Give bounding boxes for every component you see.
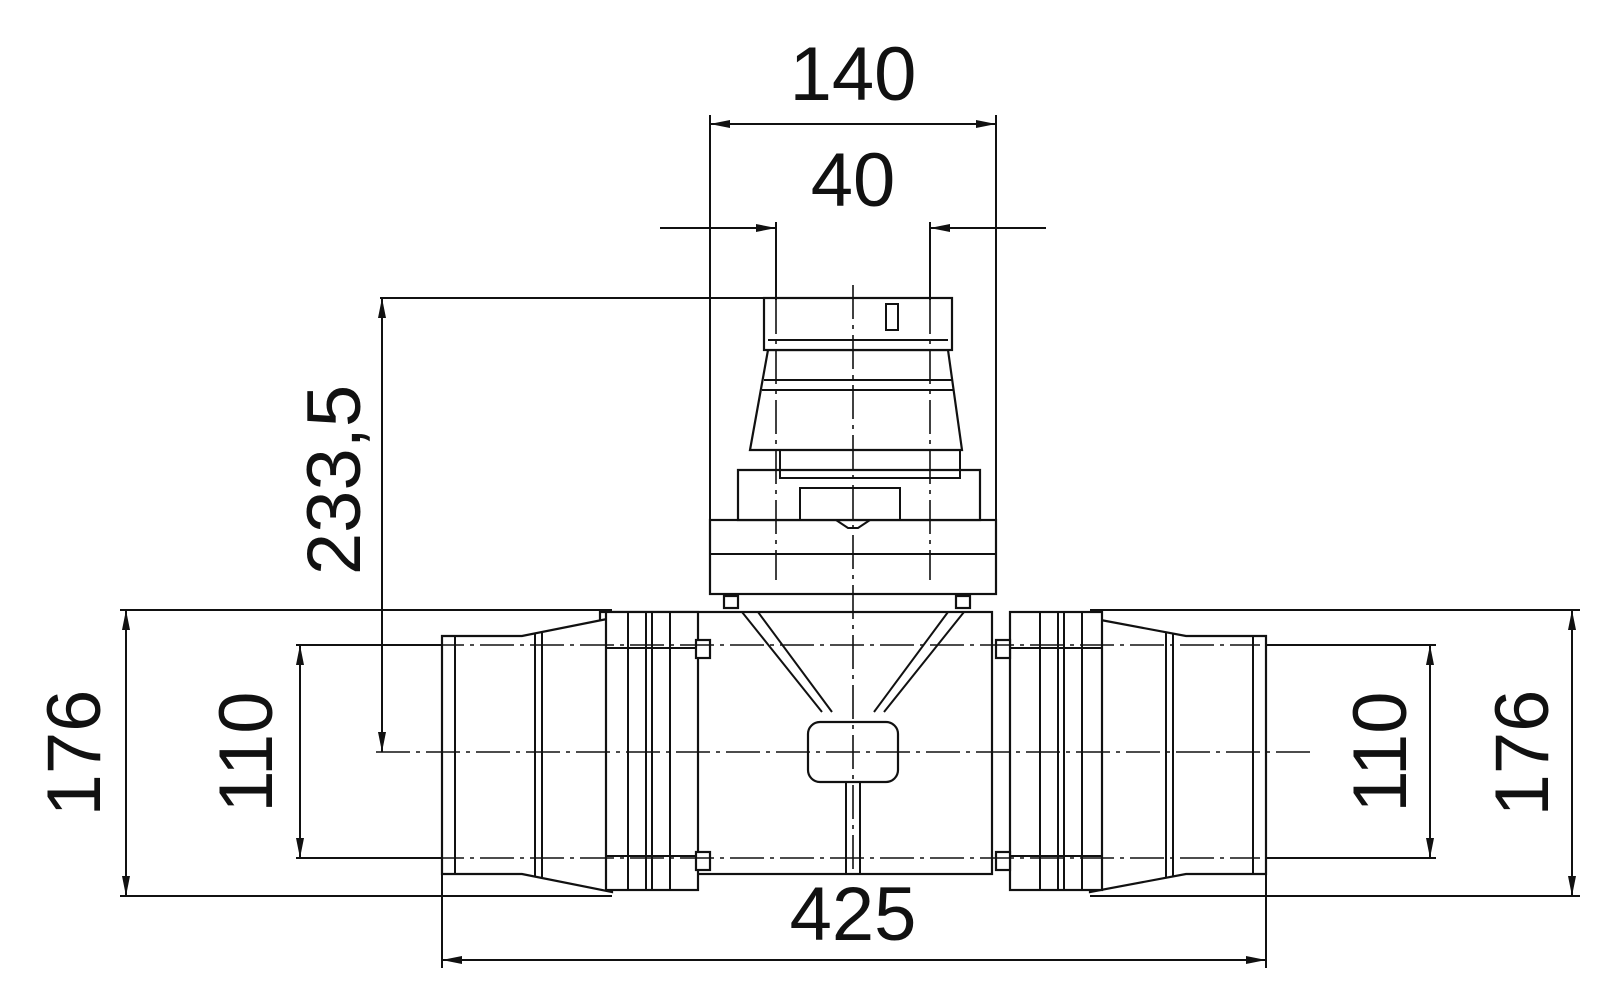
dim-left-outer: 176 <box>32 609 612 897</box>
left-spigot <box>440 616 614 894</box>
dim-top-width: 140 <box>709 32 997 520</box>
center-lines <box>376 285 1310 870</box>
dim-label-height: 233,5 <box>292 385 377 575</box>
right-spigot <box>1088 616 1268 894</box>
dim-right-outer: 176 <box>1090 609 1580 897</box>
dim-label-top-width: 140 <box>790 32 917 117</box>
dim-label-left-outer: 176 <box>32 690 117 817</box>
dim-label-overall-length: 425 <box>790 872 917 957</box>
dim-label-inner-width: 40 <box>811 138 896 223</box>
dim-left-inner: 110 <box>204 644 442 859</box>
dim-label-left-inner: 110 <box>204 691 289 812</box>
dim-label-right-outer: 176 <box>1480 690 1565 817</box>
dim-inner-width: 40 <box>660 138 1046 300</box>
dim-overall-length: 425 <box>441 872 1267 968</box>
dim-label-right-inner: 110 <box>1338 691 1423 812</box>
dim-right-inner: 110 <box>1266 644 1436 859</box>
right-nut <box>1008 610 1104 892</box>
dim-height: 233,5 <box>292 297 764 752</box>
tee-fitting <box>440 296 1268 894</box>
valve-top <box>762 296 954 352</box>
